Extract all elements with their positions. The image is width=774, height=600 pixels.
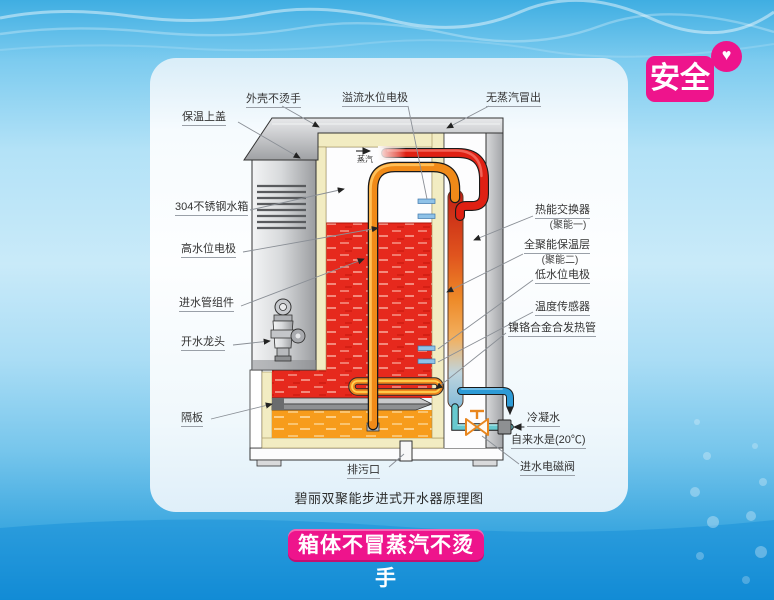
label-drain-outlet: 排污口 bbox=[347, 464, 380, 479]
steam-pipe bbox=[381, 148, 489, 221]
label-stainless-tank: 304不锈钢水箱 bbox=[175, 201, 249, 216]
heart-icon: ♥ bbox=[711, 41, 742, 72]
riser-pipe bbox=[366, 161, 461, 432]
insulated-top-lid bbox=[243, 117, 504, 161]
low-level-electrode bbox=[417, 345, 436, 351]
high-level-electrode bbox=[417, 213, 436, 219]
overflow-electrode bbox=[417, 198, 436, 204]
cabinet-base bbox=[249, 447, 504, 467]
label-temperature-sensor: 温度传感器 bbox=[535, 301, 590, 316]
label-inlet-pipe-assembly: 进水管组件 bbox=[179, 297, 234, 312]
temperature-sensor-probe bbox=[417, 358, 436, 364]
faucet bbox=[270, 298, 306, 362]
label-no-steam-escape: 无蒸汽冒出 bbox=[486, 92, 541, 107]
heat-exchanger-tube bbox=[447, 189, 464, 409]
label-high-level-electrode: 高水位电极 bbox=[181, 243, 236, 258]
electrodes bbox=[417, 198, 436, 364]
steam-emission bbox=[356, 146, 406, 160]
label-heat-exchanger: 热能交换器(聚能一) bbox=[535, 204, 590, 231]
label-low-level-electrode: 低水位电极 bbox=[535, 269, 590, 284]
label-condensate-water: 冷凝水 bbox=[527, 412, 560, 427]
label-overflow-electrode: 溢流水位电极 bbox=[342, 92, 408, 107]
slogan-banner: 箱体不冒蒸汽不烫手 bbox=[288, 529, 484, 590]
label-hot-water-faucet: 开水龙头 bbox=[181, 336, 225, 351]
solenoid-valve bbox=[465, 409, 489, 436]
diagram-caption: 碧丽双聚能步进式开水器原理图 bbox=[294, 491, 484, 506]
safety-badge: 安全 bbox=[646, 56, 714, 102]
water-tank bbox=[325, 146, 433, 370]
vent-louvers bbox=[257, 184, 306, 230]
label-divider-plate: 隔板 bbox=[181, 412, 203, 427]
label-tap-water-temp: 自来水是(20℃) bbox=[511, 434, 586, 449]
condensate-pipe bbox=[457, 387, 514, 416]
leader-lines bbox=[210, 105, 534, 468]
label-insulation-layer: 全聚能保温层(聚能二) bbox=[524, 239, 590, 266]
drain-outlet bbox=[399, 440, 413, 462]
divider-plate bbox=[271, 397, 433, 411]
label-heating-element: 镍铬合金合发热管 bbox=[508, 322, 596, 337]
label-inlet-solenoid-valve: 进水电磁阀 bbox=[520, 461, 575, 476]
label-cool-touch-shell: 外壳不烫手 bbox=[246, 93, 301, 108]
label-steam: 蒸汽 bbox=[357, 155, 373, 164]
label-insulated-top-cover: 保温上盖 bbox=[182, 111, 226, 126]
